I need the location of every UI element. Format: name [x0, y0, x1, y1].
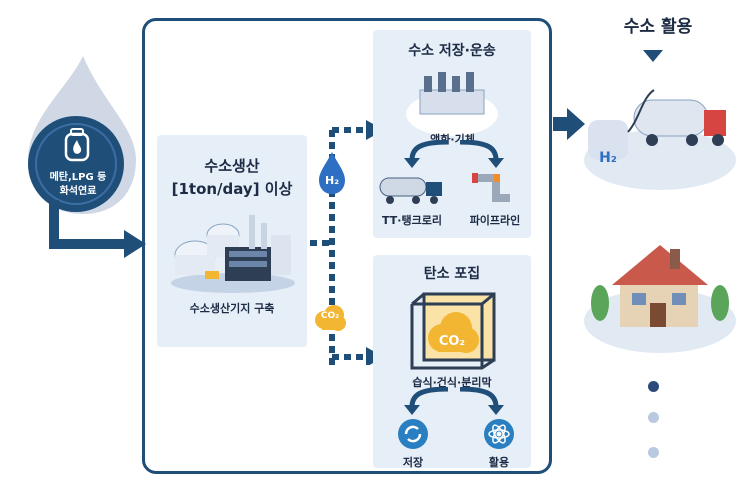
h2-badge-label: H₂	[324, 174, 340, 187]
more-dot-2	[648, 412, 659, 423]
hydrogen-plant-illustration	[171, 215, 295, 293]
main-frame	[142, 18, 552, 474]
liquefaction-facility-illustration	[406, 72, 498, 136]
hydrogen-tanker-truck-illustration	[584, 89, 736, 190]
tank-lorry-icon	[379, 177, 442, 204]
gas-cylinder-icon	[64, 128, 90, 162]
capture-option-utilization: 활용	[488, 456, 510, 469]
usage-title: 수소 활용	[623, 17, 693, 37]
source-to-production-arrow	[49, 200, 146, 258]
capture-title: 탄소 포집	[423, 266, 481, 282]
co2-badge-label: CO₂	[320, 311, 340, 321]
pipeline-icon	[472, 173, 510, 202]
storage-option-pipeline: 파이프라인	[469, 214, 521, 227]
co2-cloud-icon	[315, 305, 346, 331]
co2-capture-cube	[410, 292, 496, 370]
truck-h2-label: H₂	[599, 150, 617, 166]
more-dot-1	[648, 381, 659, 392]
source-label-line2: 화석연료	[59, 186, 97, 197]
storage-recycle-icon	[398, 419, 428, 449]
storage-title: 수소 저장·운송	[408, 43, 496, 59]
production-capacity: [1ton/day] 이상	[171, 180, 293, 198]
utilization-atom-icon	[484, 419, 514, 449]
capture-option-storage: 저장	[402, 456, 424, 469]
cube-co2-label: CO₂	[438, 334, 466, 349]
house-illustration	[584, 245, 736, 353]
capture-process-label: 습식·건식·분리막	[412, 376, 492, 389]
storage-branch-arrows	[404, 140, 504, 168]
h2-droplet-icon	[319, 152, 345, 194]
capture-branch-arrows	[404, 387, 504, 415]
source-label-line1: 메탄,LPG 등	[49, 172, 107, 183]
more-dot-3	[648, 447, 659, 458]
production-title: 수소생산	[204, 157, 260, 175]
storage-option-tank-lorry: TT·탱크로리	[382, 214, 442, 227]
production-caption: 수소생산기지 구축	[189, 302, 275, 315]
to-usage-arrow	[553, 108, 585, 140]
usage-down-indicator	[643, 50, 663, 62]
